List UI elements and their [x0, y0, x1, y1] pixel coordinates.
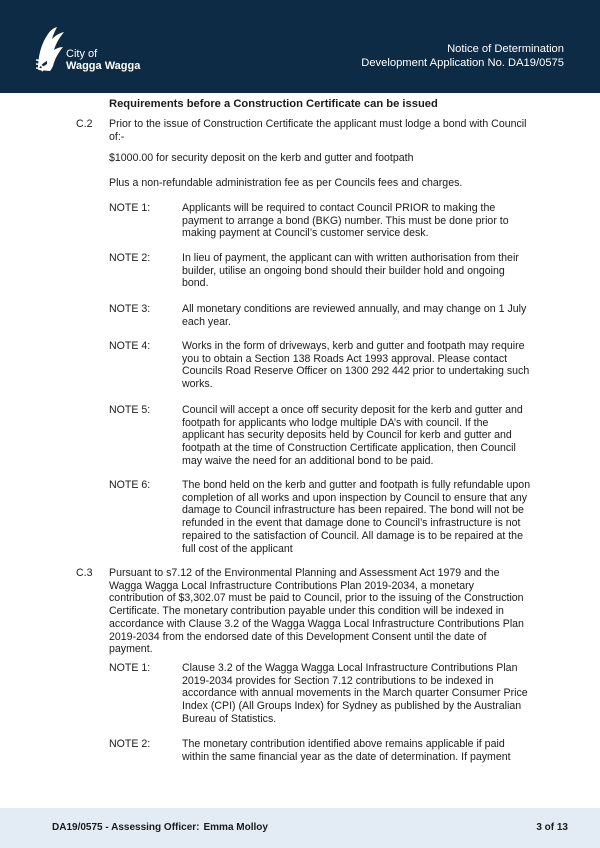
c2-note-3-label: NOTE 3: — [109, 303, 151, 315]
c3-note-2-label: NOTE 2: — [109, 738, 151, 750]
footer-reference: DA19/0575 - Assessing Officer:Emma Mollo… — [52, 822, 268, 835]
c2-deposit-paragraph: $1000.00 for security deposit on the ker… — [109, 152, 414, 164]
c2-note-3-text: All monetary conditions are reviewed ann… — [182, 303, 527, 328]
c2-note-4-label: NOTE 4: — [109, 340, 151, 352]
condition-text-c3: Pursuant to s7.12 of the Environmental P… — [109, 567, 524, 656]
logo-text: City of Wagga Wagga — [66, 48, 140, 72]
condition-number-c3: C.3 — [76, 567, 93, 579]
header-document-info: Notice of Determination Development Appl… — [361, 42, 564, 70]
c3-note-1-label: NOTE 1: — [109, 662, 151, 674]
c2-note-5-text: Council will accept a once off security … — [182, 404, 523, 467]
page-number: 3 of 13 — [536, 822, 568, 833]
c2-note-1-label: NOTE 1: — [109, 202, 151, 214]
section-heading: Requirements before a Construction Certi… — [109, 98, 438, 110]
assessing-officer-name: Emma Molloy — [203, 822, 268, 833]
document-title: Notice of Determination — [447, 43, 564, 55]
c2-fee-paragraph: Plus a non-refundable administration fee… — [109, 177, 463, 189]
c2-note-4-text: Works in the form of driveways, kerb and… — [182, 340, 530, 391]
footer-application-reference: DA19/0575 - Assessing Officer: — [52, 822, 200, 833]
page-footer: DA19/0575 - Assessing Officer:Emma Mollo… — [0, 808, 600, 848]
c2-note-2-text: In lieu of payment, the applicant can wi… — [182, 252, 519, 290]
c2-note-1-text: Applicants will be required to contact C… — [182, 202, 509, 240]
crow-logo-icon — [35, 27, 64, 72]
logo-line-1: City of — [66, 48, 98, 60]
c2-note-6-label: NOTE 6: — [109, 479, 151, 491]
logo-line-2: Wagga Wagga — [66, 60, 141, 72]
page-header: City of Wagga Wagga Notice of Determinat… — [0, 0, 600, 93]
c3-note-1-text: Clause 3.2 of the Wagga Wagga Local Infr… — [182, 662, 528, 725]
c3-note-2-text: The monetary contribution identified abo… — [182, 738, 511, 763]
condition-number-c2: C.2 — [76, 118, 93, 130]
council-logo: City of Wagga Wagga — [35, 26, 145, 76]
c2-note-2-label: NOTE 2: — [109, 252, 151, 264]
application-number: Development Application No. DA19/0575 — [361, 57, 564, 69]
c2-note-6-text: The bond held on the kerb and gutter and… — [182, 479, 531, 555]
c2-note-5-label: NOTE 5: — [109, 404, 151, 416]
condition-text-c2: Prior to the issue of Construction Certi… — [109, 118, 527, 143]
